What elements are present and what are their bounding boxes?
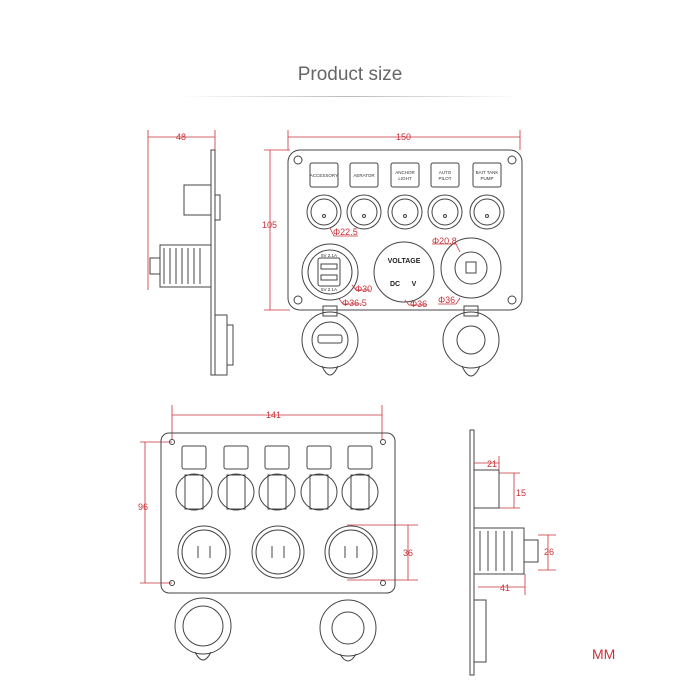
- socket-inner-dim: Φ20.8: [432, 236, 457, 246]
- title-divider: [180, 96, 520, 97]
- rocker-switches: [306, 194, 505, 230]
- svg-text:LIGHT: LIGHT: [398, 176, 412, 181]
- svg-text:V: V: [412, 281, 417, 288]
- back-switch-bodies: [175, 445, 379, 511]
- switch-label-2: AERATOR: [349, 162, 379, 188]
- covers: [301, 305, 500, 377]
- side-dim-3: 26: [544, 547, 554, 557]
- back-view: 141 96 36: [138, 405, 418, 662]
- svg-text:PUMP: PUMP: [480, 176, 493, 181]
- side-dim-1: 21: [487, 459, 497, 469]
- svg-text:ANCHOR: ANCHOR: [395, 170, 415, 175]
- voltmeter: VOLTAGE DC V: [373, 241, 435, 303]
- page-title: Product size: [297, 64, 403, 85]
- power-socket: [440, 237, 502, 299]
- usb-inner-dim: Φ30: [355, 284, 372, 294]
- dim-depth: 48: [176, 132, 186, 142]
- side-view-top: 48: [147, 130, 234, 376]
- svg-text:BAIT TANK: BAIT TANK: [476, 170, 499, 175]
- usb-charger: 5V 2.1A 5V 2.1A: [301, 243, 359, 301]
- side-dim-4: 41: [500, 583, 510, 593]
- side-dim-2: 15: [516, 488, 526, 498]
- switch-hole-dim: Φ22.5: [333, 227, 358, 237]
- switch-label-1: ACCESSORY: [309, 162, 339, 188]
- back-width-dim: 141: [266, 410, 281, 420]
- svg-text:PILOT: PILOT: [438, 176, 451, 181]
- svg-text:DC: DC: [390, 281, 400, 288]
- usb-outer-dim: Φ36.5: [342, 298, 367, 308]
- dim-width: 150: [396, 132, 411, 142]
- back-socket-bodies: [177, 525, 378, 579]
- unit-label: MM: [592, 646, 616, 662]
- svg-text:5V 2.1A: 5V 2.1A: [321, 253, 337, 258]
- side-view-bottom: 21 15 26 41: [469, 429, 556, 676]
- voltmeter-dim: Φ36: [410, 299, 427, 309]
- svg-text:AUTO: AUTO: [439, 170, 452, 175]
- svg-text:VOLTAGE: VOLTAGE: [388, 258, 421, 265]
- dim-height: 105: [262, 220, 277, 230]
- back-height-dim: 96: [138, 502, 148, 512]
- svg-text:5V 2.1A: 5V 2.1A: [321, 287, 337, 292]
- svg-text:ACCESSORY: ACCESSORY: [310, 173, 338, 178]
- socket-outer-dim: Φ36: [438, 295, 455, 305]
- back-socket-dim: 36: [403, 548, 413, 558]
- svg-text:AERATOR: AERATOR: [353, 173, 375, 178]
